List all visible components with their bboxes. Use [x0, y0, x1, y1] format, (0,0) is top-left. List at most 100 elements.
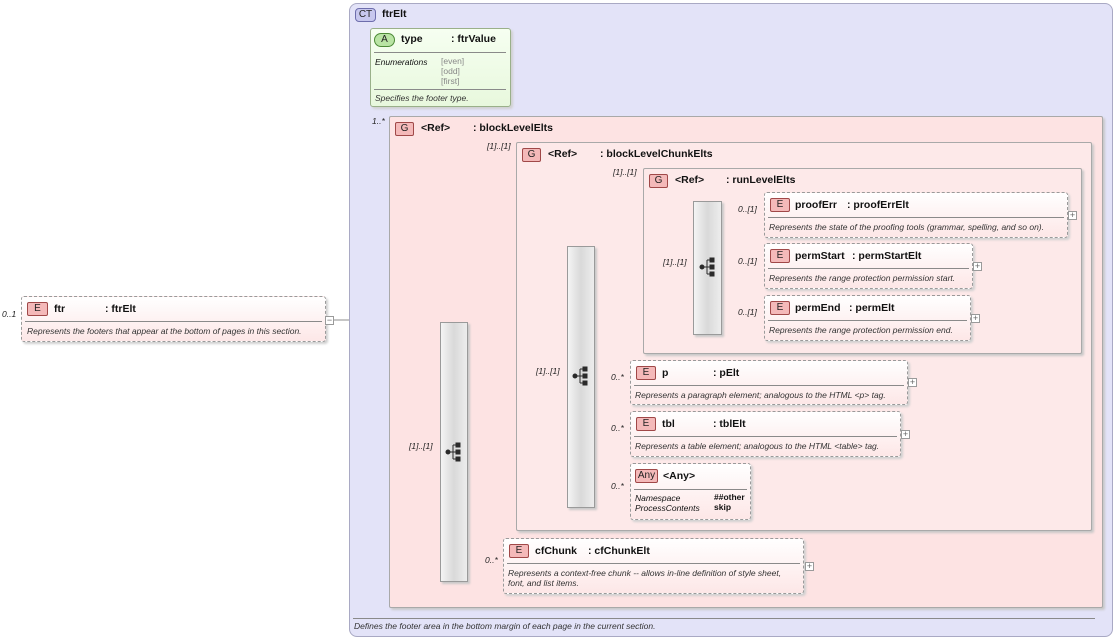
element-divider [634, 436, 897, 437]
namespace-label: Namespace [635, 493, 681, 503]
sequence-icon [572, 366, 588, 386]
group-ref: <Ref> [675, 174, 705, 186]
element-name: proofErr [795, 199, 837, 211]
element-type: : pElt [713, 367, 740, 379]
tbl-cardinality: 0..* [611, 423, 624, 433]
element-type: : tblElt [713, 418, 746, 430]
attribute-type[interactable]: A type : ftrValue Enumerations [even] [o… [370, 28, 511, 107]
element-badge: E [636, 366, 656, 380]
attribute-badge: A [374, 33, 395, 47]
collapse-toggle-ftr[interactable]: − [325, 315, 334, 325]
attribute-name: type [401, 33, 423, 45]
element-type: : permElt [849, 302, 895, 314]
proof-err-cardinality: 0..[1] [738, 204, 757, 214]
group-badge: G [649, 174, 668, 188]
element-divider [768, 268, 969, 269]
element-cf-chunk[interactable]: E cfChunk : cfChunkElt Represents a cont… [503, 538, 804, 594]
enum-value-first: [first] [441, 76, 460, 86]
complex-type-name: ftrElt [382, 8, 407, 20]
element-badge: E [636, 417, 656, 431]
element-description: Represents the range protection permissi… [769, 273, 956, 283]
element-name: p [662, 367, 669, 379]
element-description: Represents a paragraph element; analogou… [635, 390, 886, 400]
group-badge: G [522, 148, 541, 162]
element-badge: E [770, 198, 790, 212]
expand-toggle-tbl[interactable]: + [901, 429, 910, 439]
element-divider [25, 321, 322, 322]
attribute-type-value: : ftrValue [451, 33, 496, 45]
group-ref: <Ref> [548, 148, 578, 160]
any-divider [634, 489, 747, 490]
group-badge: G [395, 122, 414, 136]
any-badge: Any [635, 469, 658, 483]
any-cardinality: 0..* [611, 481, 624, 491]
enum-value-odd: [odd] [441, 66, 460, 76]
element-description: Represents the footers that appear at th… [27, 326, 302, 336]
p-cardinality: 0..* [611, 372, 624, 382]
element-type: : cfChunkElt [588, 545, 650, 557]
element-name: ftr [54, 303, 66, 315]
any-wildcard[interactable]: Any <Any> Namespace ##other ProcessConte… [630, 463, 751, 520]
expand-toggle-perm-start[interactable]: + [973, 261, 982, 271]
element-perm-end[interactable]: E permEnd : permElt Represents the range… [764, 295, 971, 341]
perm-end-cardinality: 0..[1] [738, 307, 757, 317]
element-name: permEnd [795, 302, 841, 314]
block-chunk-cardinality: [1]..[1] [487, 141, 511, 151]
element-type: : permStartElt [852, 250, 922, 262]
sequence-middle[interactable] [567, 246, 595, 508]
group-type: : blockLevelChunkElts [600, 148, 713, 160]
group-type: : runLevelElts [726, 174, 796, 186]
inner-sequence-cardinality: [1]..[1] [663, 257, 687, 267]
element-name: cfChunk [535, 545, 577, 557]
element-description: Represents a context-free chunk -- allow… [508, 568, 782, 588]
element-divider [768, 217, 1064, 218]
sequence-icon [445, 442, 461, 462]
enum-value-even: [even] [441, 56, 465, 66]
outer-sequence-cardinality: [1]..[1] [409, 441, 433, 451]
element-perm-start[interactable]: E permStart : permStartElt Represents th… [764, 243, 973, 289]
element-badge: E [509, 544, 529, 558]
element-divider [634, 385, 904, 386]
middle-sequence-cardinality: [1]..[1] [536, 366, 560, 376]
element-name: permStart [795, 250, 845, 262]
expand-toggle-proof-err[interactable]: + [1068, 210, 1077, 220]
attribute-divider [374, 52, 506, 53]
process-contents-label: ProcessContents [635, 503, 700, 513]
element-name: tbl [662, 418, 675, 430]
namespace-value: ##other [714, 492, 745, 502]
expand-toggle-cf-chunk[interactable]: + [805, 561, 814, 571]
any-name: <Any> [663, 470, 696, 482]
element-badge: E [27, 302, 48, 316]
element-type: : proofErrElt [847, 199, 909, 211]
element-description: Represents the range protection permissi… [769, 325, 953, 335]
complex-type-badge: CT [355, 8, 376, 22]
element-description: Represents the state of the proofing too… [769, 222, 1044, 232]
expand-toggle-perm-end[interactable]: + [971, 313, 980, 323]
group-ref: <Ref> [421, 122, 451, 134]
attribute-divider-2 [374, 89, 506, 90]
enumerations-label: Enumerations [375, 57, 428, 67]
sequence-icon [699, 257, 715, 277]
cf-chunk-cardinality: 0..* [485, 555, 498, 565]
element-type: : ftrElt [105, 303, 136, 315]
expand-toggle-p[interactable]: + [908, 377, 917, 387]
element-divider [507, 563, 800, 564]
root-cardinality: 0..1 [2, 309, 17, 319]
element-badge: E [770, 249, 790, 263]
element-ftr[interactable]: E ftr : ftrElt Represents the footers th… [21, 296, 326, 342]
element-badge: E [770, 301, 790, 315]
element-divider [768, 320, 967, 321]
run-level-cardinality: [1]..[1] [613, 167, 637, 177]
attribute-description: Specifies the footer type. [375, 93, 469, 103]
element-tbl[interactable]: E tbl : tblElt Represents a table elemen… [630, 411, 901, 457]
element-proof-err[interactable]: E proofErr : proofErrElt Represents the … [764, 192, 1068, 238]
perm-start-cardinality: 0..[1] [738, 256, 757, 266]
complex-type-divider [353, 618, 1095, 619]
group-type: : blockLevelElts [473, 122, 553, 134]
element-description: Represents a table element; analogous to… [635, 441, 880, 451]
process-contents-value: skip [714, 502, 732, 512]
block-level-cardinality: 1..* [372, 116, 385, 126]
complex-type-description: Defines the footer area in the bottom ma… [354, 621, 656, 631]
element-p[interactable]: E p : pElt Represents a paragraph elemen… [630, 360, 908, 405]
